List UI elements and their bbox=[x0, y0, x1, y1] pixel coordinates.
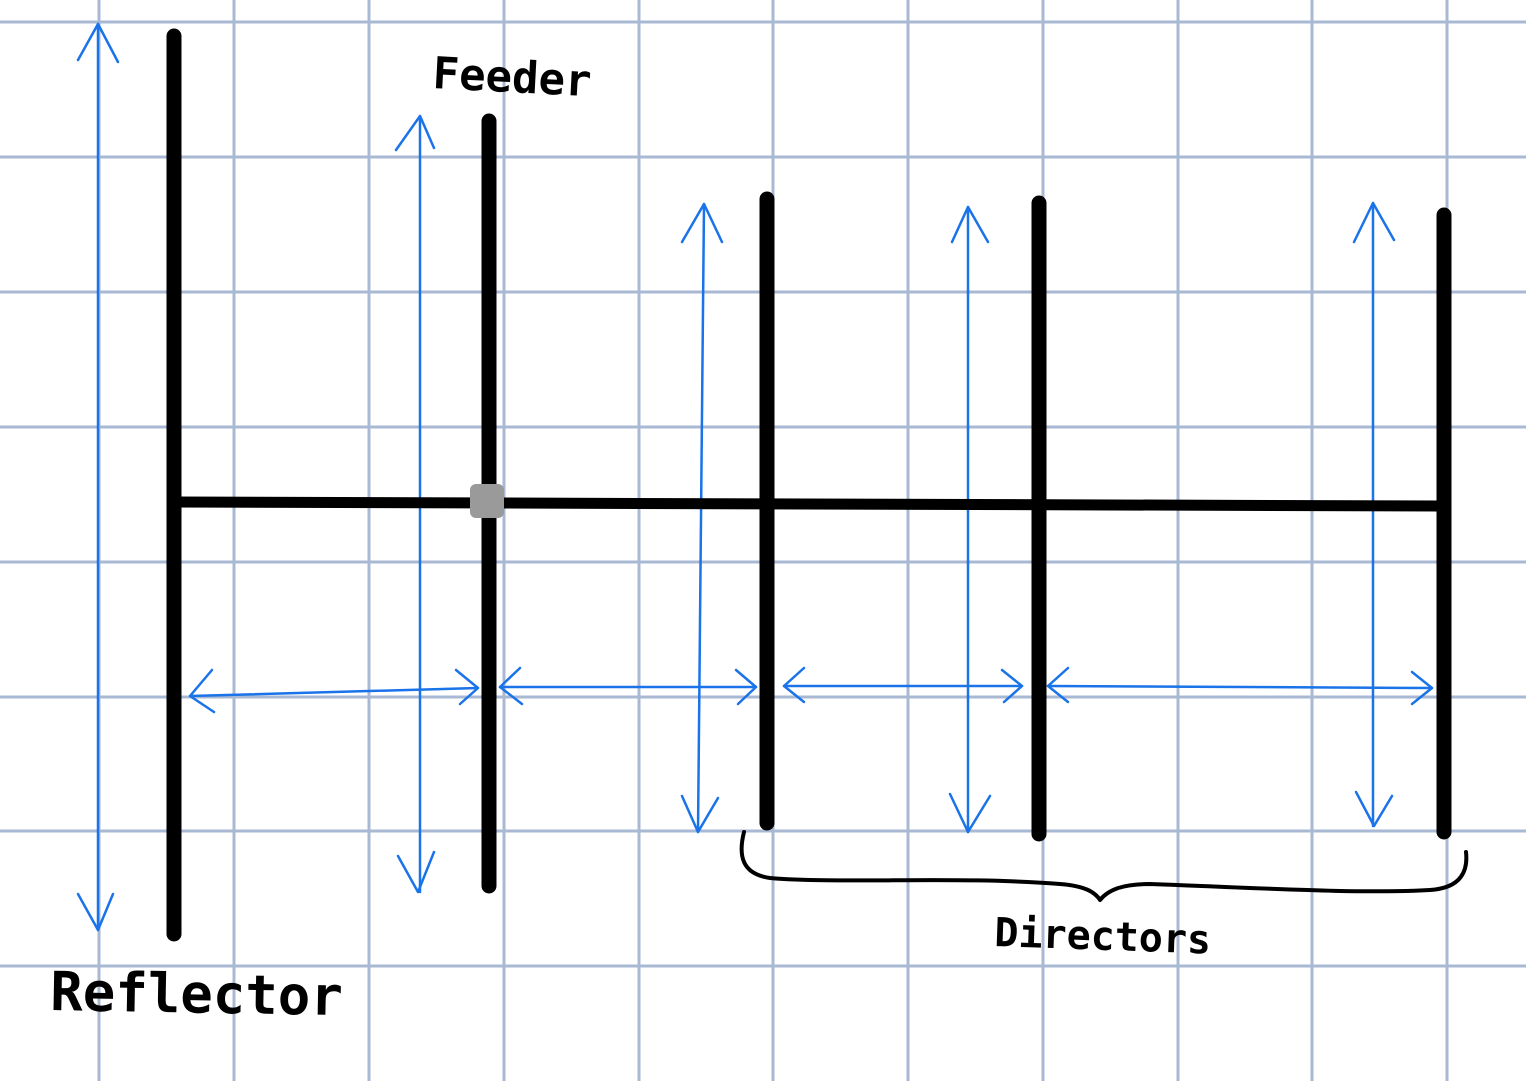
director-1-director-2-spacing-arrow bbox=[782, 666, 1024, 704]
element-spacing-arrows bbox=[188, 666, 1434, 714]
director-1-length-arrow bbox=[680, 202, 724, 834]
director-3-length-arrow bbox=[1352, 201, 1396, 828]
reflector-length-arrow bbox=[76, 22, 120, 932]
feeder-director-1-spacing-arrow bbox=[498, 666, 758, 706]
reflector-label: Reflector bbox=[50, 960, 344, 1028]
directors-brace bbox=[739, 830, 1469, 902]
feed-point bbox=[470, 484, 504, 518]
reflector-feeder-spacing-arrow bbox=[188, 668, 480, 714]
directors-label: Directors bbox=[994, 910, 1212, 964]
boom bbox=[169, 496, 1446, 512]
antenna-elements bbox=[166, 28, 1452, 942]
element-length-arrows bbox=[76, 22, 1396, 932]
director-2-director-3-spacing-arrow bbox=[1046, 666, 1434, 706]
feeder-label: Feeder bbox=[431, 48, 592, 107]
director-2-length-arrow bbox=[948, 205, 992, 834]
